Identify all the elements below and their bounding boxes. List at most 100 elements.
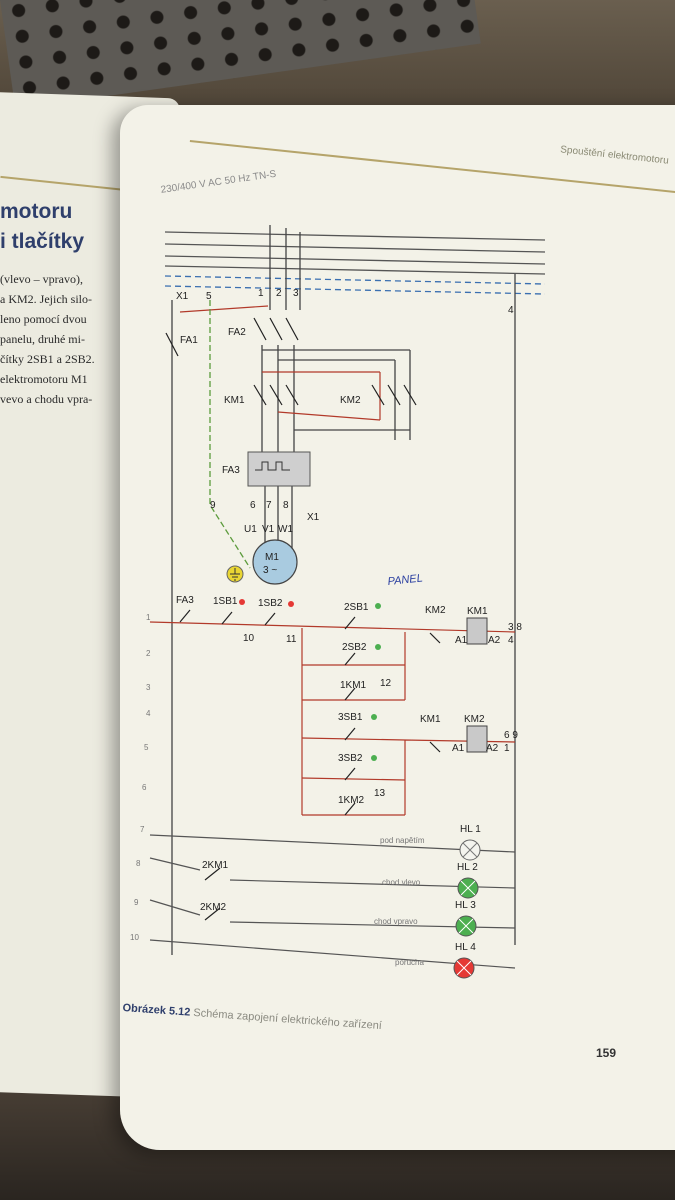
terminal-8: 8: [283, 500, 289, 511]
node-10: 10: [243, 633, 255, 644]
lamp-name: HL 3: [455, 900, 476, 911]
row-number: 2: [146, 649, 151, 658]
lamp-hl1: HL 1 pod napětím: [380, 824, 481, 861]
label-1km1: 1KM1: [340, 680, 367, 691]
left-text-line: (vlevo – vpravo),: [0, 272, 83, 286]
right-page: [120, 105, 675, 1150]
supply-bus: [164, 231, 546, 295]
km2-coil: [466, 725, 488, 753]
label-1sb1: 1SB1: [213, 596, 238, 607]
lamp-name: HL 2: [457, 862, 478, 873]
fa3-overload-block: [247, 451, 311, 487]
label-km2: KM2: [340, 395, 361, 406]
terminal-3: 3: [293, 288, 299, 299]
row-number: 10: [130, 933, 139, 942]
node-12: 12: [380, 678, 392, 689]
row-number: 9: [134, 898, 139, 907]
cross-ref-2b: 1: [504, 743, 510, 754]
pe-wire: [209, 300, 251, 569]
lamp-hl3: HL 3 chod vpravo: [374, 900, 477, 937]
km1-coil: [466, 617, 488, 645]
row-number: 6: [142, 783, 147, 792]
left-text-line: vevo a chodu vpra-: [0, 392, 93, 406]
label-fa1: FA1: [180, 335, 198, 346]
left-text-line: leno pomocí dvou: [0, 312, 87, 326]
node-11: 11: [286, 634, 297, 645]
lamp-label: porucha: [395, 958, 424, 967]
label-fa3: FA3: [222, 465, 240, 476]
label-1sb2: 1SB2: [258, 598, 283, 609]
handwritten-panel: PANEL: [387, 572, 423, 588]
start-dot-3sb1: [371, 714, 377, 720]
left-text-line: elektromotoru M1: [0, 372, 88, 386]
label-km1-interlock: KM1: [420, 714, 441, 725]
terminal-6: 6: [250, 500, 256, 511]
cross-ref-1: 3 8: [508, 622, 522, 633]
label-km1: KM1: [224, 395, 245, 406]
label-a1b: A1: [452, 743, 465, 754]
motor-m1: [252, 539, 298, 585]
label-a2: A2: [488, 635, 501, 646]
overload-symbol: [255, 461, 290, 471]
terminal-7: 7: [266, 500, 272, 511]
label-km1-coil: KM1: [467, 606, 488, 617]
control-contacts: [179, 609, 441, 921]
switch-symbols: [165, 317, 417, 406]
lamp-label: pod napětím: [380, 836, 425, 845]
label-x1-motor: X1: [307, 512, 320, 523]
lamp-label: chod vpravo: [374, 917, 418, 926]
phase-v1: V1: [262, 524, 275, 535]
terminal-4: 4: [508, 305, 514, 316]
row-numbers: 1 2 3 4 5 6 7 8 9 10: [130, 613, 151, 942]
label-2km1: 2KM1: [202, 860, 229, 871]
label-km2-interlock: KM2: [425, 605, 446, 616]
label-3sb1: 3SB1: [338, 712, 363, 723]
label-2sb1: 2SB1: [344, 602, 369, 613]
left-heading-1: motoru: [0, 200, 73, 223]
left-heading-2: i tlačítky: [0, 230, 85, 253]
row-number: 7: [140, 825, 145, 834]
terminal-2: 2: [276, 288, 282, 299]
phase-u1: U1: [244, 524, 257, 535]
left-text-line: čítky 2SB1 a 2SB2.: [0, 352, 95, 366]
terminal-1: 1: [258, 288, 264, 299]
row-number: 8: [136, 859, 141, 868]
lamp-name: HL 1: [460, 824, 481, 835]
row-number: 1: [146, 613, 151, 622]
label-a1: A1: [455, 635, 468, 646]
label-3sb2: 3SB2: [338, 753, 363, 764]
terminal-5: 5: [206, 291, 212, 302]
start-dot-3sb2: [371, 755, 377, 761]
label-2sb2: 2SB2: [342, 642, 367, 653]
lamp-hl2: HL 2 chod vlevo: [382, 862, 479, 899]
cross-ref-2: 6 9: [504, 730, 518, 741]
start-dot-2sb1: [375, 603, 381, 609]
label-fa2: FA2: [228, 327, 246, 338]
lamp-label: chod vlevo: [382, 878, 421, 887]
phase-w1: W1: [278, 524, 293, 535]
left-text-line: a KM2. Jejich silo-: [0, 292, 92, 306]
label-a2b: A2: [486, 743, 499, 754]
label-2km2: 2KM2: [200, 902, 227, 913]
label-1km2: 1KM2: [338, 795, 365, 806]
cross-ref-1b: 4: [508, 635, 514, 646]
row-number: 3: [146, 683, 151, 692]
control-wiring: [149, 621, 516, 816]
label-km2-coil: KM2: [464, 714, 485, 725]
row-number: 4: [146, 709, 151, 718]
terminal-9: 9: [210, 500, 216, 511]
red-wiring: [179, 305, 381, 421]
lamp-name: HL 4: [455, 942, 476, 953]
label-ctrl-fa3: FA3: [176, 595, 194, 606]
motor-phase: 3 ~: [263, 565, 277, 576]
node-13: 13: [374, 788, 386, 799]
motor-name: M1: [265, 552, 279, 563]
stop-dot-2: [288, 601, 294, 607]
row-number: 5: [144, 743, 149, 752]
start-dot-2sb2: [375, 644, 381, 650]
earth-symbol: [230, 568, 240, 581]
lamp-hl4: HL 4 porucha: [395, 942, 476, 979]
stop-dot-1: [239, 599, 245, 605]
